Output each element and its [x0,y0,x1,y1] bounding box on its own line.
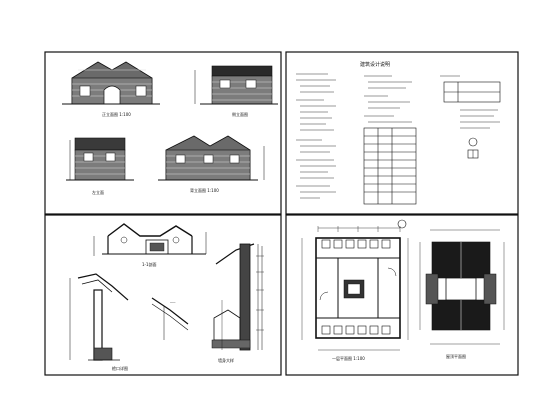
notes-heading: 建筑设计说明 [360,61,390,68]
wall-section-detail: 墙身大样 [211,243,264,363]
caption-front-elevation: 正立面图 1:100 [102,111,131,117]
door-window-schedule-table [363,127,417,205]
caption-roof-plan: 屋顶平面图 [446,353,466,359]
panel-elevations: 正立面图 1:100 侧立面图 [44,51,282,215]
stall-partitions-top [321,239,391,249]
section-1-1: 1-1剖面 [93,223,207,267]
legend-table [443,81,501,103]
panel-notes: 建筑设计说明 [285,51,519,215]
dimension-lines [301,226,409,351]
caption-back-elevation: 背立面图 1:100 [190,187,219,193]
panel-plans: 一层平面图 1:100 屋顶平面图 [285,214,519,376]
roof-plan: 屋顶平面图 [419,229,505,359]
panel-sections: 1-1剖面 檐口详图 ─── [44,214,282,376]
north-arrow-symbol [467,137,479,159]
notes-text-column-2 [364,75,412,123]
caption-eave-detail: 檐口详图 [112,365,128,371]
side-elevation-a: 侧立面图 [194,65,278,117]
caption-section: 1-1剖面 [142,261,157,267]
caption-wall-detail: 墙身大样 [218,357,234,363]
note-roof-detail: ─── [169,301,176,305]
front-elevation: 正立面图 1:100 [62,61,160,117]
floor-plan: 一层平面图 1:100 [301,219,409,361]
caption-side-elevation: 侧立面图 [232,111,248,117]
caption-left-elevation: 左立面 [92,189,104,195]
caption-floor-plan: 一层平面图 1:100 [332,355,365,361]
notes-text-column-1 [296,73,336,199]
back-elevation: 背立面图 1:100 [158,135,265,193]
eave-detail: 檐口详图 [69,273,129,371]
section-marker-icon [397,219,407,229]
left-elevation: 左立面 [66,137,134,195]
notes-text-column-4 [460,109,500,129]
roof-slope-detail: ─── [151,297,189,340]
stall-partitions-bottom [321,325,391,335]
